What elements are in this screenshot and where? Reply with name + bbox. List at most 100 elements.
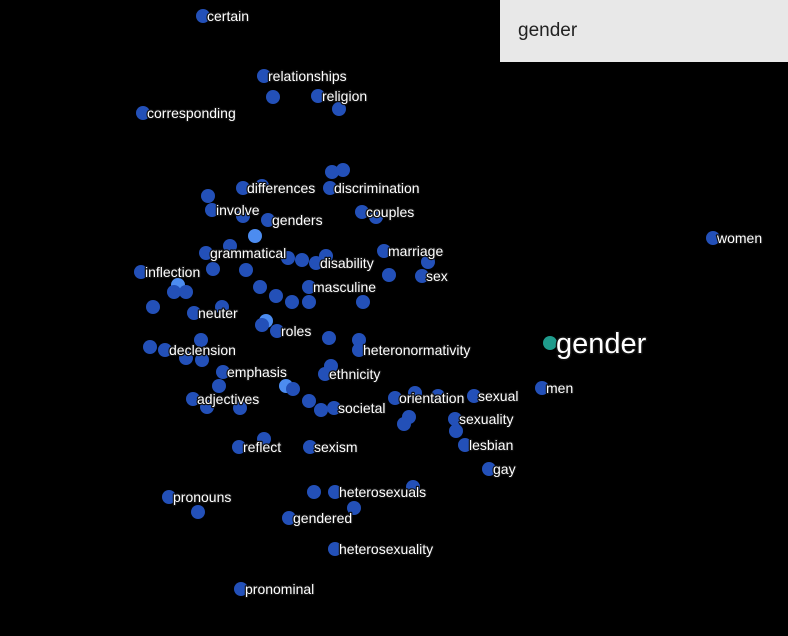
scatter-point[interactable]	[302, 295, 316, 309]
scatter-point[interactable]	[319, 249, 333, 263]
labeled-point-differences[interactable]	[236, 181, 250, 195]
scatter-point[interactable]	[236, 209, 250, 223]
point-label: ethnicity	[329, 366, 380, 382]
scatter-point[interactable]	[421, 255, 435, 269]
labeled-point-sexual[interactable]	[467, 389, 481, 403]
labeled-point-disability[interactable]	[309, 256, 323, 270]
labeled-point-heteronormativity[interactable]	[352, 343, 366, 357]
point-label: gay	[493, 461, 516, 477]
scatter-point[interactable]	[191, 505, 205, 519]
labeled-point-orientation[interactable]	[388, 391, 402, 405]
search-input[interactable]	[518, 20, 770, 42]
scatter-point[interactable]	[406, 480, 420, 494]
scatter-point[interactable]	[347, 501, 361, 515]
labeled-point-corresponding[interactable]	[136, 106, 150, 120]
scatter-point[interactable]	[248, 229, 262, 243]
labeled-point-grammatical[interactable]	[199, 246, 213, 260]
scatter-point[interactable]	[352, 333, 366, 347]
point-label: inflection	[145, 264, 200, 280]
labeled-point-heterosexuality[interactable]	[328, 542, 342, 556]
scatter-point[interactable]	[314, 403, 328, 417]
labeled-point-emphasis[interactable]	[216, 365, 230, 379]
scatter-point[interactable]	[143, 340, 157, 354]
scatter-point[interactable]	[206, 262, 220, 276]
scatter-point[interactable]	[167, 285, 181, 299]
point-label: heterosexuals	[339, 484, 426, 500]
labeled-point-couples[interactable]	[355, 205, 369, 219]
search-box[interactable]	[500, 0, 788, 62]
scatter-point[interactable]	[200, 400, 214, 414]
points-layer	[134, 9, 720, 596]
scatter-point[interactable]	[146, 300, 160, 314]
scatter-point[interactable]	[295, 253, 309, 267]
labeled-point-gendered[interactable]	[282, 511, 296, 525]
scatter-point[interactable]	[332, 102, 346, 116]
point-label: emphasis	[227, 364, 287, 380]
labeled-point-lesbian[interactable]	[458, 438, 472, 452]
scatter-point[interactable]	[253, 280, 267, 294]
labeled-point-sexism[interactable]	[303, 440, 317, 454]
labeled-point-marriage[interactable]	[377, 244, 391, 258]
labeled-point-adjectives[interactable]	[186, 392, 200, 406]
point-label: men	[546, 380, 573, 396]
scatter-point[interactable]	[266, 90, 280, 104]
scatter-point[interactable]	[255, 318, 269, 332]
labeled-point-inflection[interactable]	[134, 265, 148, 279]
scatter-point[interactable]	[223, 239, 237, 253]
scatter-point[interactable]	[322, 331, 336, 345]
labeled-point-gay[interactable]	[482, 462, 496, 476]
labeled-point-pronominal[interactable]	[234, 582, 248, 596]
labeled-point-discrimination[interactable]	[323, 181, 337, 195]
labeled-point-masculine[interactable]	[302, 280, 316, 294]
labeled-point-roles[interactable]	[270, 324, 284, 338]
scatter-point[interactable]	[325, 165, 339, 179]
labeled-point-ethnicity[interactable]	[318, 367, 332, 381]
labeled-point-involve[interactable]	[205, 203, 219, 217]
scatter-point[interactable]	[285, 295, 299, 309]
labeled-point-relationships[interactable]	[257, 69, 271, 83]
scatter-point[interactable]	[281, 251, 295, 265]
scatter-point[interactable]	[356, 295, 370, 309]
labeled-point-certain[interactable]	[196, 9, 210, 23]
point-label: sexual	[478, 388, 518, 404]
scatter-point[interactable]	[233, 401, 247, 415]
scatter-point[interactable]	[286, 382, 300, 396]
labeled-point-men[interactable]	[535, 381, 549, 395]
scatter-point[interactable]	[449, 424, 463, 438]
labeled-point-reflect[interactable]	[232, 440, 246, 454]
scatter-point[interactable]	[369, 210, 383, 224]
scatter-point[interactable]	[382, 268, 396, 282]
labeled-point-heterosexuals[interactable]	[328, 485, 342, 499]
query-point[interactable]	[543, 336, 557, 350]
scatter-point[interactable]	[257, 432, 271, 446]
labeled-point-societal[interactable]	[327, 401, 341, 415]
scatter-point[interactable]	[179, 351, 193, 365]
query-point-label: gender	[556, 328, 647, 360]
scatter-point[interactable]	[336, 163, 350, 177]
scatter-point[interactable]	[307, 485, 321, 499]
labeled-point-sexuality[interactable]	[448, 412, 462, 426]
point-label: adjectives	[197, 391, 259, 407]
labeled-point-sex[interactable]	[415, 269, 429, 283]
scatter-point[interactable]	[239, 263, 253, 277]
point-label: certain	[207, 8, 249, 24]
scatter-point[interactable]	[302, 394, 316, 408]
scatter-point[interactable]	[179, 285, 193, 299]
scatter-point[interactable]	[194, 333, 208, 347]
scatter-point[interactable]	[431, 389, 445, 403]
labeled-point-religion[interactable]	[311, 89, 325, 103]
scatter-point[interactable]	[397, 417, 411, 431]
scatter-point[interactable]	[201, 189, 215, 203]
labeled-point-women[interactable]	[706, 231, 720, 245]
scatter-point[interactable]	[212, 379, 226, 393]
scatter-point[interactable]	[408, 386, 422, 400]
scatter-point[interactable]	[269, 289, 283, 303]
labeled-point-declension[interactable]	[158, 343, 172, 357]
scatter-point[interactable]	[195, 353, 209, 367]
labeled-point-pronouns[interactable]	[162, 490, 176, 504]
scatter-point[interactable]	[215, 300, 229, 314]
scatter-point[interactable]	[255, 179, 269, 193]
labeled-point-genders[interactable]	[261, 213, 275, 227]
labeled-point-neuter[interactable]	[187, 306, 201, 320]
